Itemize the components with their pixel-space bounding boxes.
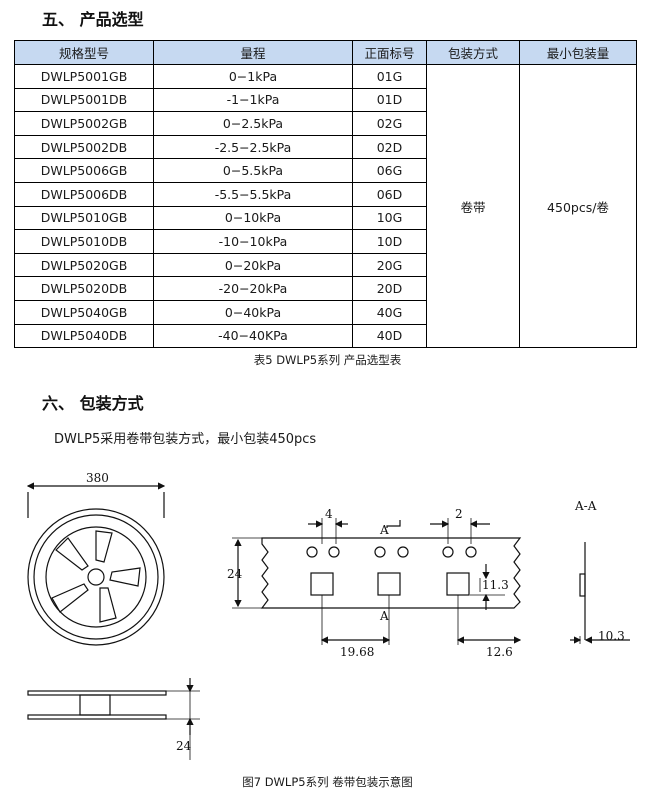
- model-cell: DWLP5001DB: [14, 87, 154, 113]
- table-header-row: 规格型号 量程 正面标号 包装方式 最小包装量: [14, 40, 637, 65]
- model-cell: DWLP5001GB: [14, 64, 154, 89]
- range-cell: -5.5−5.5kPa: [153, 181, 353, 207]
- range-cell: 0−5.5kPa: [153, 158, 353, 183]
- model-cell: DWLP5002DB: [14, 134, 154, 160]
- marking-cell: 10G: [352, 205, 427, 231]
- range-cell: -40−40KPa: [153, 323, 353, 349]
- marking-cell: 06G: [352, 158, 427, 183]
- marking-cell: 40D: [352, 323, 427, 349]
- model-cell: DWLP5040GB: [14, 299, 154, 325]
- marking-cell: 02D: [352, 134, 427, 160]
- packaging-description: DWLP5采用卷带包装方式，最小包装450pcs: [54, 432, 317, 447]
- marking-cell: 40G: [352, 299, 427, 325]
- section-mark-bottom: A: [379, 609, 389, 623]
- hole-spacing-label: 2: [455, 507, 463, 521]
- section-title: A-A: [574, 499, 597, 513]
- range-cell: 0−1kPa: [153, 64, 353, 89]
- range-cell: 0−20kPa: [153, 252, 353, 278]
- model-cell: DWLP5010DB: [14, 229, 154, 254]
- reel-width-label: 24: [176, 739, 192, 753]
- range-cell: 0−10kPa: [153, 205, 353, 231]
- header-packaging: 包装方式: [426, 40, 520, 65]
- model-cell: DWLP5006GB: [14, 158, 154, 183]
- model-cell: DWLP5020DB: [14, 276, 154, 301]
- model-cell: DWLP5040DB: [14, 323, 154, 349]
- pitch-1-label: 19.68: [340, 645, 374, 659]
- marking-cell: 02G: [352, 111, 427, 136]
- range-cell: -10−10kPa: [153, 229, 353, 254]
- packaging-cell: 卷带: [426, 63, 520, 349]
- pocket-depth-label: 11.3: [482, 578, 509, 592]
- model-cell: DWLP5006DB: [14, 181, 154, 207]
- section-5-title: 五、 产品选型: [42, 10, 144, 29]
- tape-strip: [232, 518, 522, 645]
- tape-reel-drawing: 380 24 4 2 A A 11.3 19.68 12.: [26, 471, 630, 760]
- pitch-2-label: 12.6: [486, 645, 513, 659]
- marking-cell: 01D: [352, 87, 427, 113]
- marking-cell: 10D: [352, 229, 427, 254]
- thickness-label: 10.3: [598, 629, 625, 643]
- marking-cell: 20D: [352, 276, 427, 301]
- range-cell: 0−40kPa: [153, 299, 353, 325]
- range-cell: 0−2.5kPa: [153, 111, 353, 136]
- header-marking: 正面标号: [352, 40, 427, 65]
- section-6-title: 六、 包装方式: [42, 394, 144, 413]
- marking-cell: 06D: [352, 181, 427, 207]
- figure-caption: 图7 DWLP5系列 卷带包装示意图: [242, 775, 413, 789]
- header-min-quantity: 最小包装量: [519, 40, 637, 65]
- reel-diameter-label: 380: [86, 471, 109, 485]
- tape-width-label: 24: [227, 567, 243, 581]
- header-range: 量程: [153, 40, 353, 65]
- range-cell: -2.5−2.5kPa: [153, 134, 353, 160]
- section-mark-top: A: [379, 523, 389, 537]
- marking-cell: 20G: [352, 252, 427, 278]
- range-cell: -20−20kPa: [153, 276, 353, 301]
- hole-pitch-label: 4: [325, 507, 333, 521]
- header-model: 规格型号: [14, 40, 154, 65]
- model-cell: DWLP5010GB: [14, 205, 154, 231]
- reel-front-view: [26, 482, 166, 646]
- section-view: [570, 542, 630, 644]
- reel-side-view: [27, 678, 200, 760]
- table-caption: 表5 DWLP5系列 产品选型表: [253, 353, 402, 367]
- model-cell: DWLP5002GB: [14, 111, 154, 136]
- marking-cell: 01G: [352, 64, 427, 89]
- min-quantity-cell: 450pcs/卷: [519, 63, 637, 349]
- range-cell: -1−1kPa: [153, 87, 353, 113]
- model-cell: DWLP5020GB: [14, 252, 154, 278]
